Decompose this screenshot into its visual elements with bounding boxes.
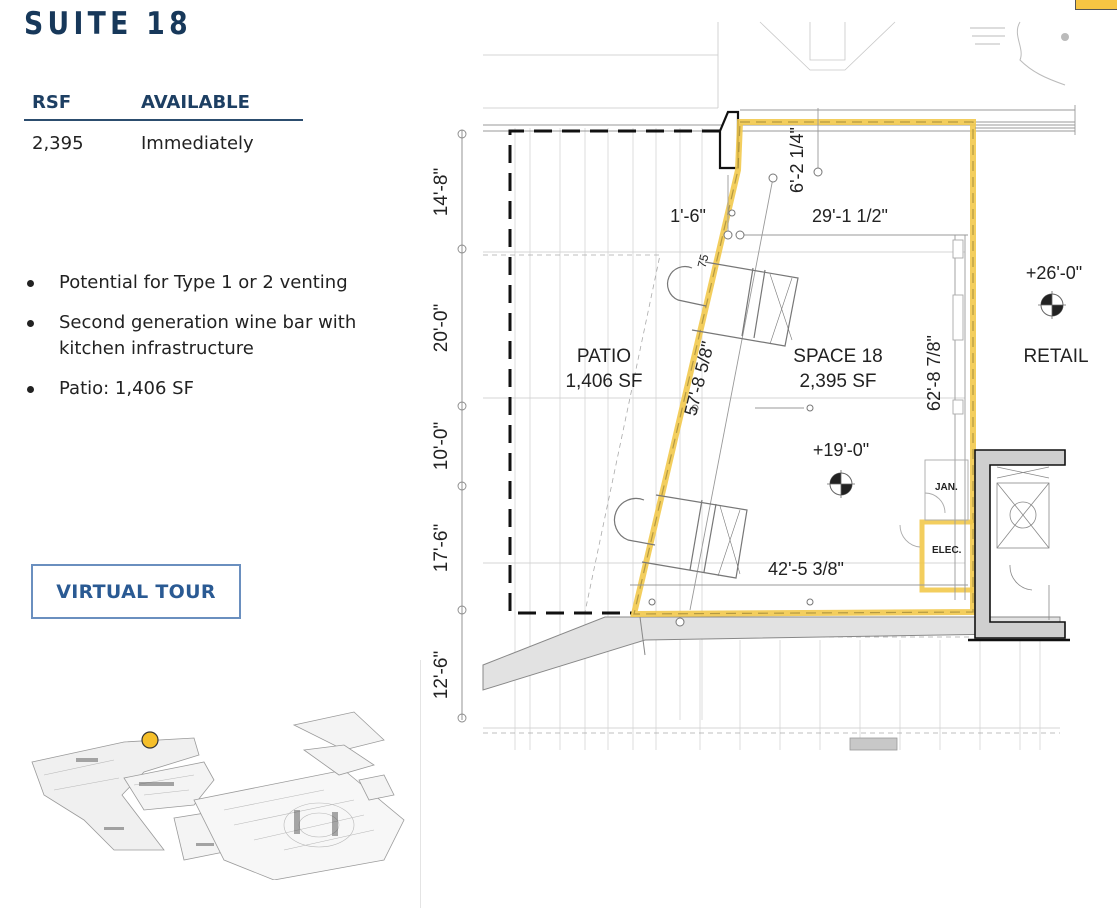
rsf-header: RSF: [32, 92, 72, 113]
page-title: SUITE 18: [24, 6, 192, 42]
dim-bottom-width: 42'-5 3/8": [768, 559, 844, 579]
site-minimap[interactable]: [24, 700, 419, 880]
feature-item: Patio: 1,406 SF: [24, 376, 404, 402]
dim-left-5: 12'-6": [431, 651, 452, 699]
patio-label: PATIO: [577, 346, 631, 367]
available-value: Immediately: [141, 132, 254, 154]
patio-area: 1,406 SF: [565, 371, 642, 392]
dim-left-1: 14'-8": [431, 168, 452, 216]
space-area: 2,395 SF: [799, 371, 876, 392]
elevation-marker-icon: [1038, 291, 1066, 319]
rsf-value: 2,395: [32, 132, 84, 154]
available-header: AVAILABLE: [141, 92, 250, 113]
feature-item: Potential for Type 1 or 2 venting: [24, 270, 404, 296]
dim-left-4: 17'-6": [431, 524, 452, 572]
spec-table-header: RSF AVAILABLE: [24, 86, 303, 121]
virtual-tour-button[interactable]: VIRTUAL TOUR: [31, 564, 241, 619]
retail-label: RETAIL: [1023, 346, 1088, 367]
space-label: SPACE 18: [793, 346, 882, 367]
dim-top-vertical: 6'-2 1/4": [787, 127, 807, 193]
feature-list: Potential for Type 1 or 2 venting Second…: [24, 270, 404, 416]
dim-left-3: 10'-0": [431, 422, 452, 470]
feature-item: Second generation wine bar with kitchen …: [24, 310, 404, 362]
dim-top-width: 29'-1 1/2": [812, 206, 888, 226]
dim-angle: 75: [695, 253, 712, 270]
retail-elevation: +26'-0": [1026, 263, 1082, 283]
floor-plan: 14'-8" 20'-0" 10'-0" 17'-6" 12'-6": [431, 21, 1089, 751]
jan-label: JAN.: [935, 482, 958, 493]
spec-table: RSF AVAILABLE 2,395 Immediately: [24, 86, 303, 165]
dim-diagonal: 57'-8 5/8": [680, 339, 718, 417]
dim-left-2: 20'-0": [431, 304, 452, 352]
table-row: 2,395 Immediately: [24, 121, 303, 165]
corner-tab: [1075, 0, 1117, 10]
location-marker-icon: [141, 731, 159, 749]
elec-label: ELEC.: [932, 545, 962, 556]
elevation-marker-icon: [827, 470, 855, 498]
space-elevation: +19'-0": [813, 440, 869, 460]
divider: [420, 660, 421, 908]
dim-top-small: 1'-6": [670, 206, 706, 226]
dim-right-height: 62'-8 7/8": [924, 335, 944, 411]
